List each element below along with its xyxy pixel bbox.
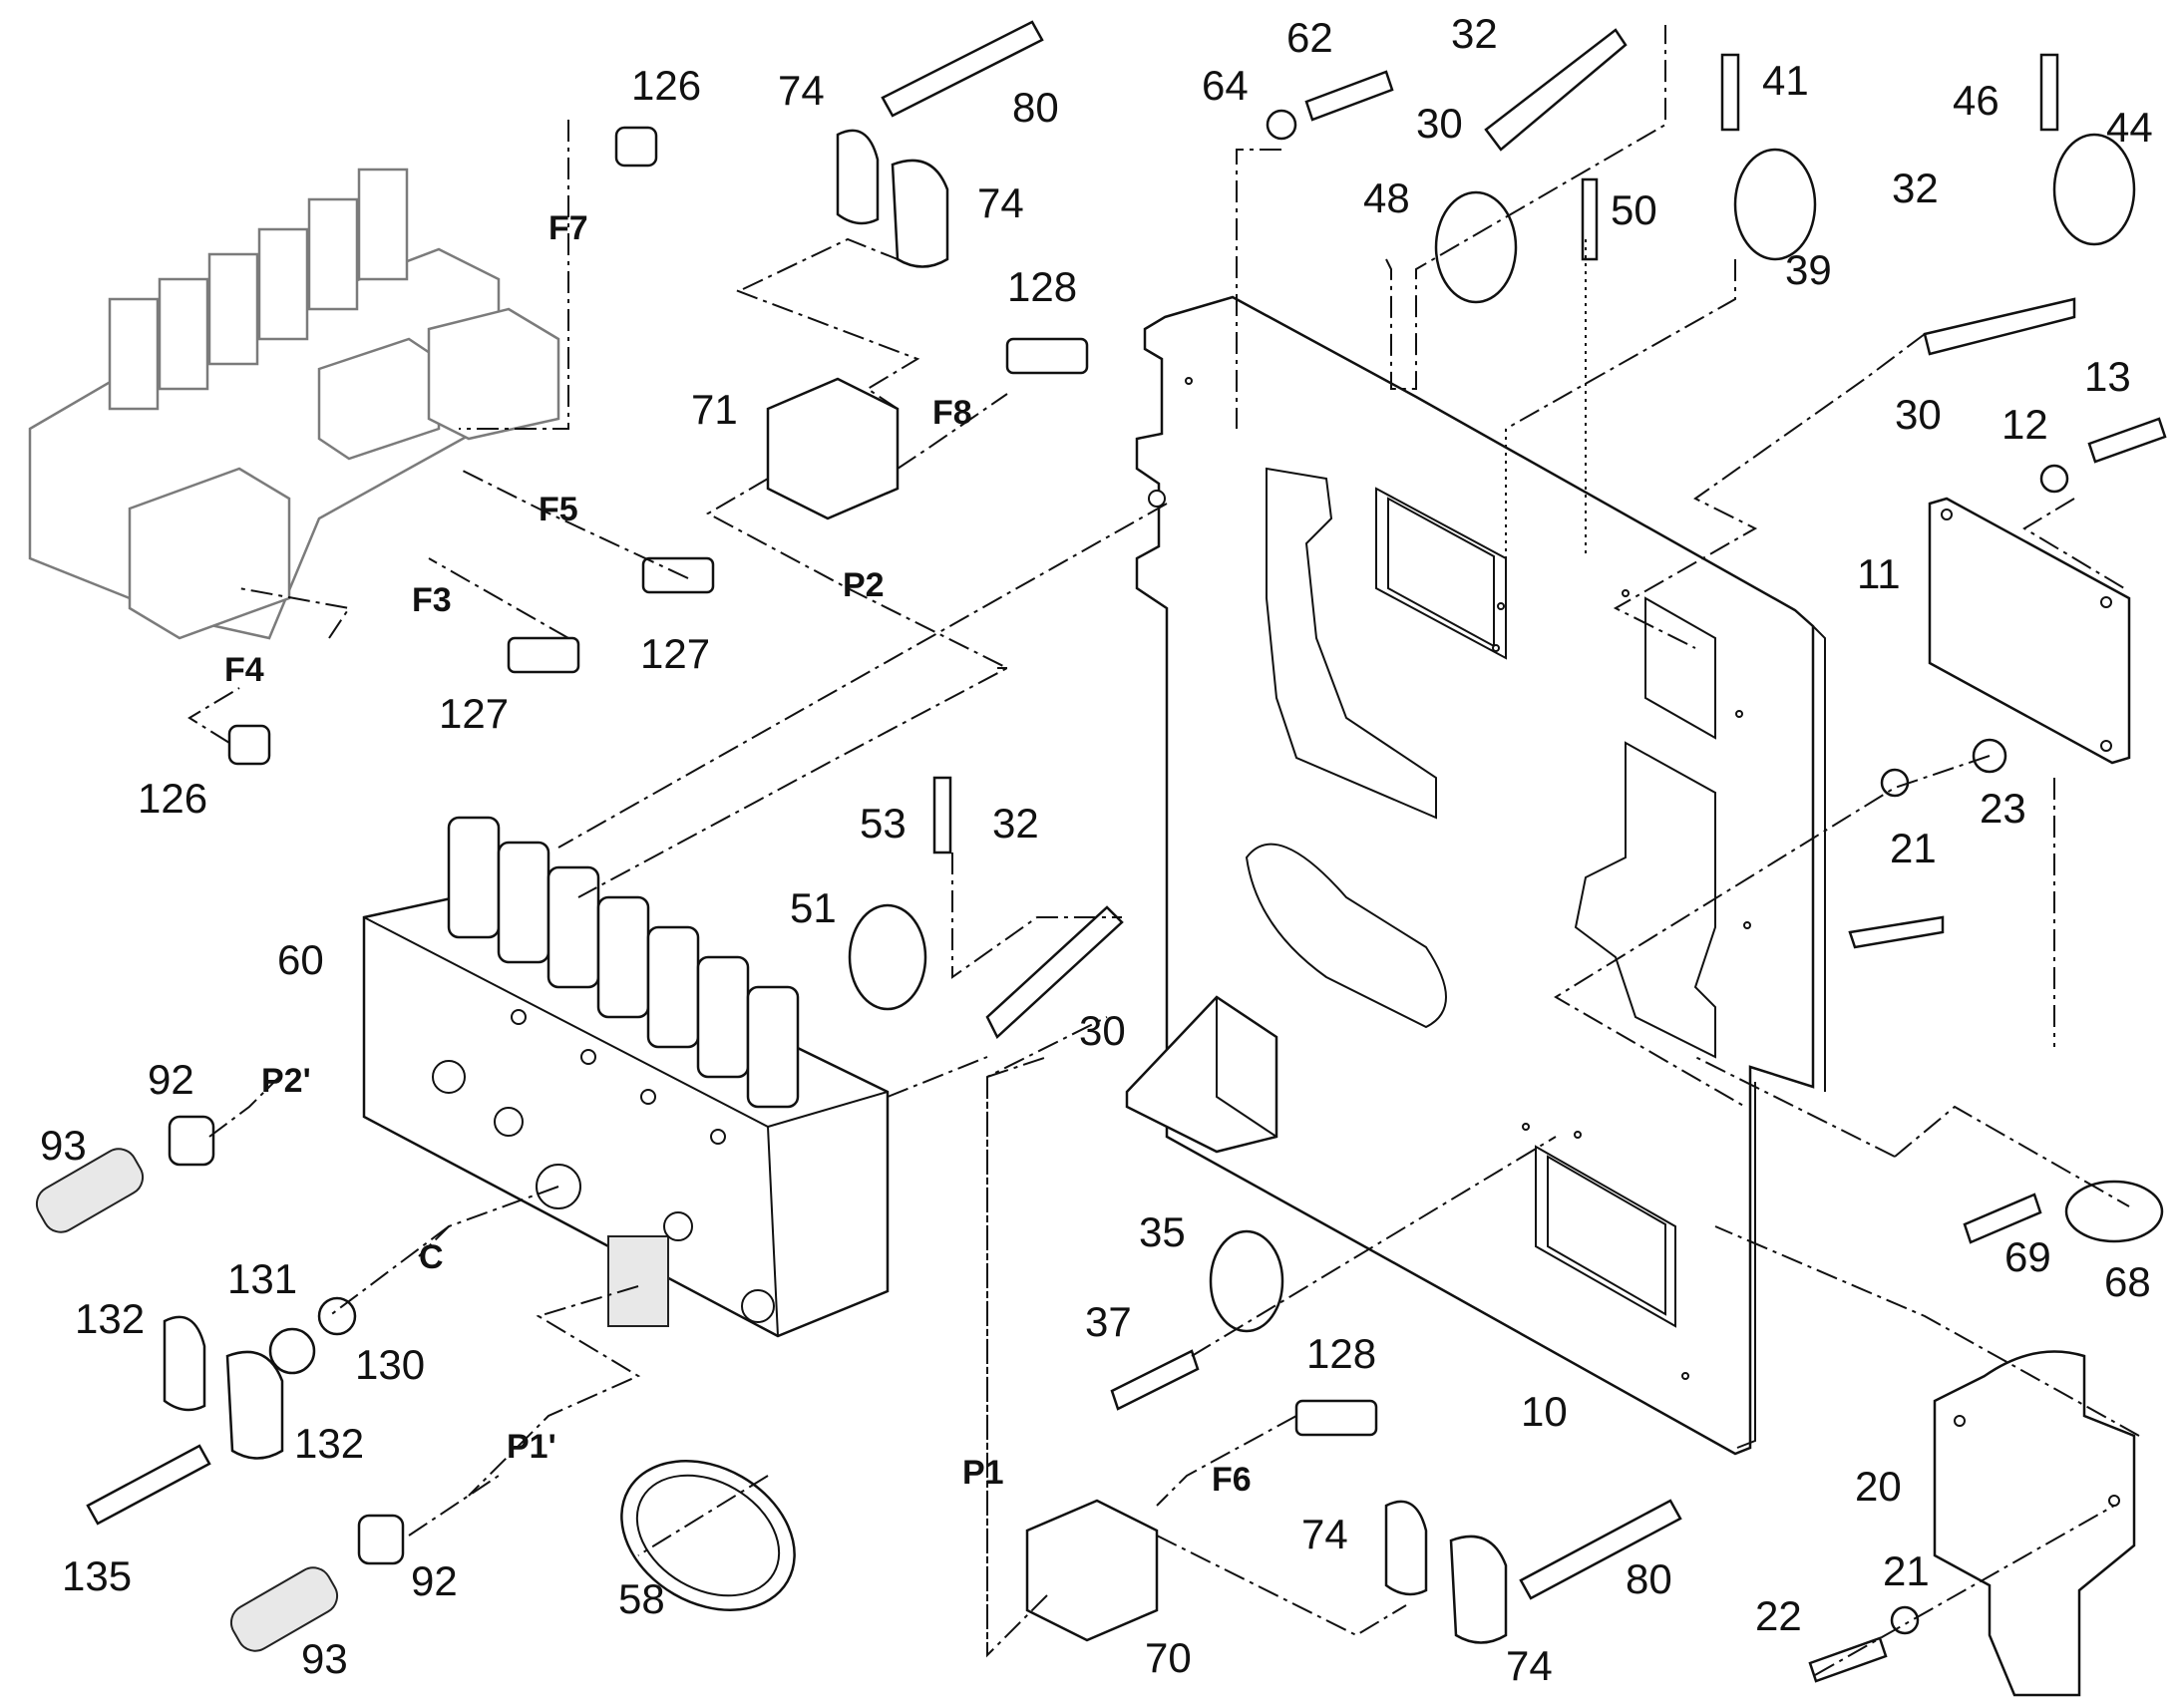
- label-68: 68: [2104, 1258, 2151, 1305]
- port-label-P2: P2: [843, 566, 885, 604]
- label-21a: 21: [1890, 825, 1937, 871]
- label-132a: 132: [75, 1295, 145, 1342]
- label-32b: 32: [1892, 165, 1939, 211]
- port-label-F8: F8: [932, 394, 972, 432]
- label-13: 13: [2084, 353, 2131, 400]
- label-62: 62: [1286, 14, 1333, 61]
- label-126a: 126: [631, 62, 701, 109]
- label-126b: 126: [138, 775, 207, 822]
- port-label-F5: F5: [539, 491, 578, 528]
- label-30a: 30: [1416, 100, 1463, 147]
- label-44: 44: [2106, 104, 2153, 151]
- label-12: 12: [2001, 401, 2048, 448]
- label-74b: 74: [977, 179, 1024, 226]
- assembly-leader-lines: [187, 25, 2140, 1676]
- port-label-P1-prime: P1': [507, 1428, 556, 1466]
- label-41: 41: [1762, 57, 1809, 104]
- label-46: 46: [1953, 77, 1999, 124]
- label-50: 50: [1611, 186, 1657, 233]
- label-39: 39: [1785, 246, 1832, 293]
- label-69: 69: [2004, 1233, 2051, 1280]
- label-64: 64: [1202, 62, 1249, 109]
- label-60: 60: [277, 936, 324, 983]
- label-80a: 80: [1012, 84, 1059, 131]
- label-11: 11: [1857, 550, 1901, 597]
- label-22: 22: [1755, 1592, 1802, 1639]
- label-32a: 32: [1451, 10, 1498, 57]
- label-128a: 128: [1007, 263, 1077, 310]
- label-48: 48: [1363, 174, 1410, 221]
- main-valve-block: [362, 816, 890, 1338]
- label-93b: 93: [301, 1635, 348, 1682]
- port-label-F7: F7: [548, 209, 588, 247]
- port-label-F3: F3: [412, 581, 452, 619]
- label-131: 131: [227, 1255, 297, 1302]
- label-132b: 132: [294, 1420, 364, 1467]
- label-74d: 74: [1506, 1642, 1553, 1689]
- label-92b: 92: [411, 1557, 458, 1604]
- port-label-F4: F4: [224, 651, 264, 689]
- label-53: 53: [860, 800, 907, 847]
- label-23: 23: [1980, 785, 2026, 832]
- port-label-F6: F6: [1212, 1461, 1252, 1499]
- label-74a: 74: [778, 67, 825, 114]
- label-20: 20: [1855, 1463, 1902, 1510]
- port-label-P2-prime: P2': [261, 1062, 311, 1100]
- label-37: 37: [1085, 1298, 1132, 1345]
- label-80b: 80: [1626, 1555, 1672, 1602]
- label-93a: 93: [40, 1122, 87, 1169]
- label-127b: 127: [439, 690, 509, 737]
- port-label-C: C: [419, 1238, 444, 1276]
- label-130: 130: [355, 1341, 425, 1388]
- label-127a: 127: [640, 630, 710, 677]
- label-135: 135: [62, 1552, 132, 1599]
- label-30c: 30: [1079, 1007, 1126, 1054]
- port-label-P1: P1: [962, 1454, 1004, 1492]
- side-plate: [1933, 1350, 2136, 1697]
- component-shapes: [35, 20, 2167, 1683]
- label-74c: 74: [1301, 1511, 1348, 1557]
- label-70: 70: [1145, 1634, 1192, 1681]
- label-71: 71: [691, 386, 738, 433]
- label-30b: 30: [1895, 391, 1942, 438]
- label-51: 51: [790, 884, 837, 931]
- label-35: 35: [1139, 1208, 1186, 1255]
- label-32c: 32: [992, 800, 1039, 847]
- main-mounting-plate: [1125, 295, 1945, 1456]
- label-128b: 128: [1306, 1330, 1376, 1377]
- cover-plate: [1928, 497, 2131, 765]
- label-92a: 92: [148, 1056, 194, 1103]
- label-10: 10: [1521, 1388, 1568, 1435]
- label-58: 58: [618, 1575, 665, 1622]
- port-labels: F7 F5 F3 F4 F8 F6 P2 P1 P2' P1' C: [224, 209, 1252, 1499]
- valve-bank-reference-view: [28, 168, 560, 640]
- part-number-labels: 126 126 127 127 74 74 74 74 80 80 128 12…: [40, 10, 2153, 1689]
- label-21b: 21: [1883, 1547, 1930, 1594]
